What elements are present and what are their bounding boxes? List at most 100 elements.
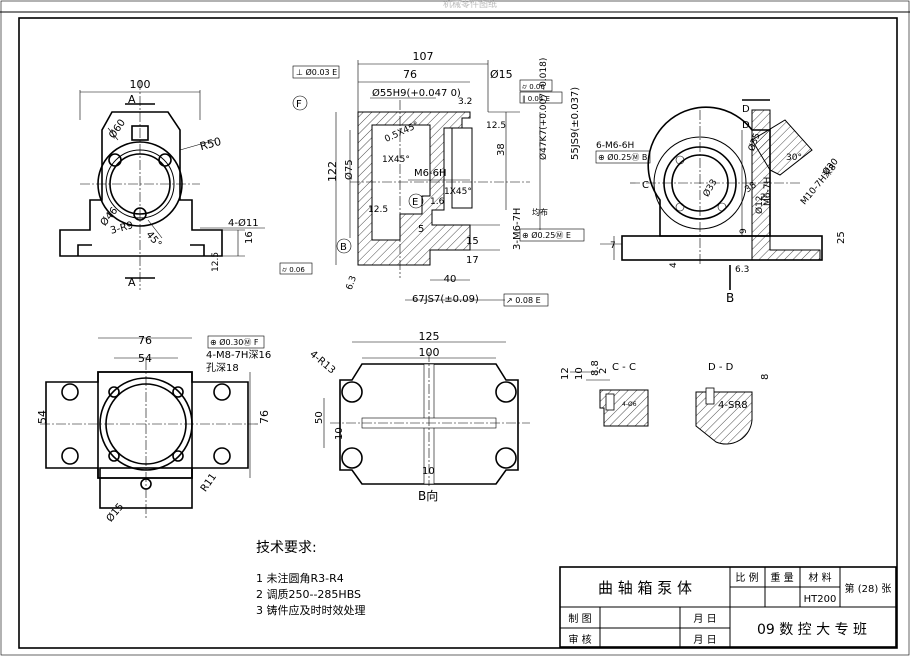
sec-dim-3-2: 3.2 [458, 97, 472, 107]
datum-b: B [340, 242, 347, 253]
bottom-tolerance-frame: ⊕ Ø0.30Ⓜ F [207, 335, 265, 349]
sec-dim-d15: Ø15 [490, 68, 513, 81]
col-weight: 重 量 [770, 571, 793, 584]
front-dim-16: 16 [244, 231, 255, 244]
front-dim-12-5: 12.5 [211, 252, 221, 272]
bottom-dim-depth18: 孔深18 [206, 362, 239, 374]
tolerance-frame-perp: ⊥ Ø0.03 E [292, 65, 340, 79]
dd-dim-8: 8 [760, 374, 771, 380]
front-dim-4d11: 4-Ø11 [228, 217, 259, 229]
side-dim-7: 7 [610, 241, 616, 251]
bottom-dim-r11: R11 [199, 472, 219, 494]
side-dim-4: 4 [669, 262, 679, 268]
side-dim-d30: Ø30 [820, 156, 841, 177]
side-dim-d33: Ø33 [701, 177, 720, 199]
faded-header-title: 机械零件图纸 [443, 0, 497, 10]
svg-text:⌭ 0.06: ⌭ 0.06 [522, 83, 545, 91]
bview-dim-50: 50 [314, 411, 325, 424]
side-tolerance-frame: ⊕ Ø0.25Ⓜ B [595, 150, 651, 164]
bview-dim-10-h: 10 [422, 466, 435, 477]
svg-text:⊥ Ø0.03 E: ⊥ Ø0.03 E [296, 67, 337, 77]
svg-text:∥ 0.04 E: ∥ 0.04 E [522, 95, 550, 103]
side-dim-9: 9 [739, 228, 749, 234]
bottom-dim-d15: Ø15 [104, 501, 126, 525]
tech-item-1: 1 未注圆角R3-R4 [256, 571, 344, 585]
bview-dim-10-v: 10 [334, 427, 345, 440]
front-view: 100 R50 Ø60 Ø46 3-R9 45° 4-Ø11 16 12.5 A… [59, 78, 265, 290]
tolerance-frame-flat-b: ⌭ 0.06 [279, 262, 313, 275]
sec-dim-3m6-7h: 3-M6-7H [512, 208, 523, 250]
side-label-d2: D [742, 120, 750, 131]
bview-dim-125: 125 [419, 330, 440, 343]
cc-dim-4d6: 4-Ø6 [622, 401, 637, 408]
sec-dim-12-5-a: 12.5 [486, 121, 506, 131]
bview-dim-4r13: 4-R13 [307, 349, 337, 376]
section-marker-a-top: A [128, 93, 136, 106]
sec-dim-107: 107 [413, 50, 434, 63]
side-label-c: C [642, 180, 649, 191]
sec-dim-6-3: 6.3 [345, 275, 359, 292]
part-name: 曲 轴 箱 泵 体 [598, 579, 692, 597]
sec-dim-55js9: 55JS9(±0.037) [570, 87, 581, 160]
sec-dim-38: 38 [496, 143, 507, 156]
tech-requirements: 技术要求: 1 未注圆角R3-R4 2 调质250--285HBS 3 铸件应及… [256, 540, 366, 617]
tech-item-2: 2 调质250--285HBS [256, 588, 361, 601]
tech-item-3: 3 铸件应及时时效处理 [256, 603, 366, 617]
svg-text:⊕ Ø0.25Ⓜ E: ⊕ Ø0.25Ⓜ E [522, 230, 571, 240]
view-arrow-b: B [726, 291, 734, 305]
title-block: 曲 轴 箱 泵 体 比 例 重 量 材 料 HT200 第 (28) 张 制 图… [559, 566, 897, 648]
sec-dim-m6-6h: M6-6H [414, 168, 446, 179]
section-marker-a-bottom: A [128, 276, 136, 289]
sec-dim-d75: Ø75 [343, 159, 355, 180]
tolerance-frame-parallel: ∥ 0.04 E [519, 91, 563, 104]
side-label-d1: D [742, 104, 750, 115]
sec-dim-76: 76 [403, 68, 417, 81]
front-dim-45deg: 45° [143, 229, 163, 250]
sec-dim-d47k7: Ø47K7(+0.007 -0.018) [538, 58, 549, 160]
month-day-1: 月 日 [693, 613, 716, 625]
tolerance-frame-runout: ↗ 0.08 E [503, 293, 549, 307]
front-dim-d60: Ø60 [106, 117, 128, 141]
sheet-number: 第 (28) 张 [845, 582, 892, 595]
dd-section: D - D 8 4-SR8 [695, 362, 771, 445]
col-material: 材 料 [808, 571, 831, 584]
cc-dim-8-8: 8.8 [590, 360, 601, 376]
cc-dim-12: 12 [560, 367, 571, 380]
side-dim-d12: Ø12 [754, 195, 765, 214]
svg-text:⌭ 0.06: ⌭ 0.06 [282, 266, 305, 274]
side-view: 6-M6-6H ⊕ Ø0.25Ⓜ B Ø35 M10-7H深8 30° Ø30 … [595, 99, 847, 305]
sec-dim-122: 122 [326, 161, 339, 182]
cc-dim-2: 2 [598, 368, 609, 374]
side-dim-6-3: 6.3 [735, 265, 749, 275]
dd-title: D - D [708, 362, 734, 373]
col-scale: 比 例 [735, 571, 758, 584]
sec-dim-17: 17 [466, 255, 479, 266]
side-dim-30deg: 30° [786, 153, 802, 163]
bottom-dim-4m8: 4-M8-7H深16 [206, 349, 271, 361]
side-dim-6m6: 6-M6-6H [596, 141, 634, 151]
side-dim-2: 2 [760, 193, 766, 203]
cc-title: C - C [612, 362, 636, 373]
datum-f: F [296, 99, 302, 110]
svg-text:⊕ Ø0.30Ⓜ F: ⊕ Ø0.30Ⓜ F [210, 337, 259, 347]
svg-text:⊕ Ø0.25Ⓜ B: ⊕ Ø0.25Ⓜ B [598, 152, 647, 162]
section-view: 107 76 Ø15 Ø55H9(+0.047 0) 3.2 0.5X45° 1… [279, 50, 585, 307]
bottom-dim-76-v: 76 [258, 410, 271, 424]
front-dim-3r9: 3-R9 [109, 220, 134, 237]
cc-dim-10: 10 [574, 367, 585, 380]
sec-dim-40: 40 [444, 274, 457, 285]
sec-dim-5: 5 [418, 224, 424, 235]
sec-dim-15: 15 [466, 236, 479, 247]
sec-dim-12-5-b: 12.5 [368, 205, 388, 215]
front-dim-100: 100 [130, 78, 151, 91]
front-dim-r50: R50 [198, 135, 222, 153]
tolerance-frame-flat-a: ⌭ 0.06 [519, 79, 553, 92]
b-direction-view: 125 100 4-R13 50 10 10 B向 [307, 330, 530, 503]
material-value: HT200 [804, 594, 837, 605]
sec-dim-1-6: 1.6 [430, 197, 445, 207]
side-dim-m6-7h: M6-7H [763, 177, 773, 206]
sec-dim-1x45-b: 1X45° [444, 187, 472, 197]
bottom-dim-54: 54 [138, 352, 152, 365]
svg-text:↗ 0.08 E: ↗ 0.08 E [506, 296, 541, 305]
